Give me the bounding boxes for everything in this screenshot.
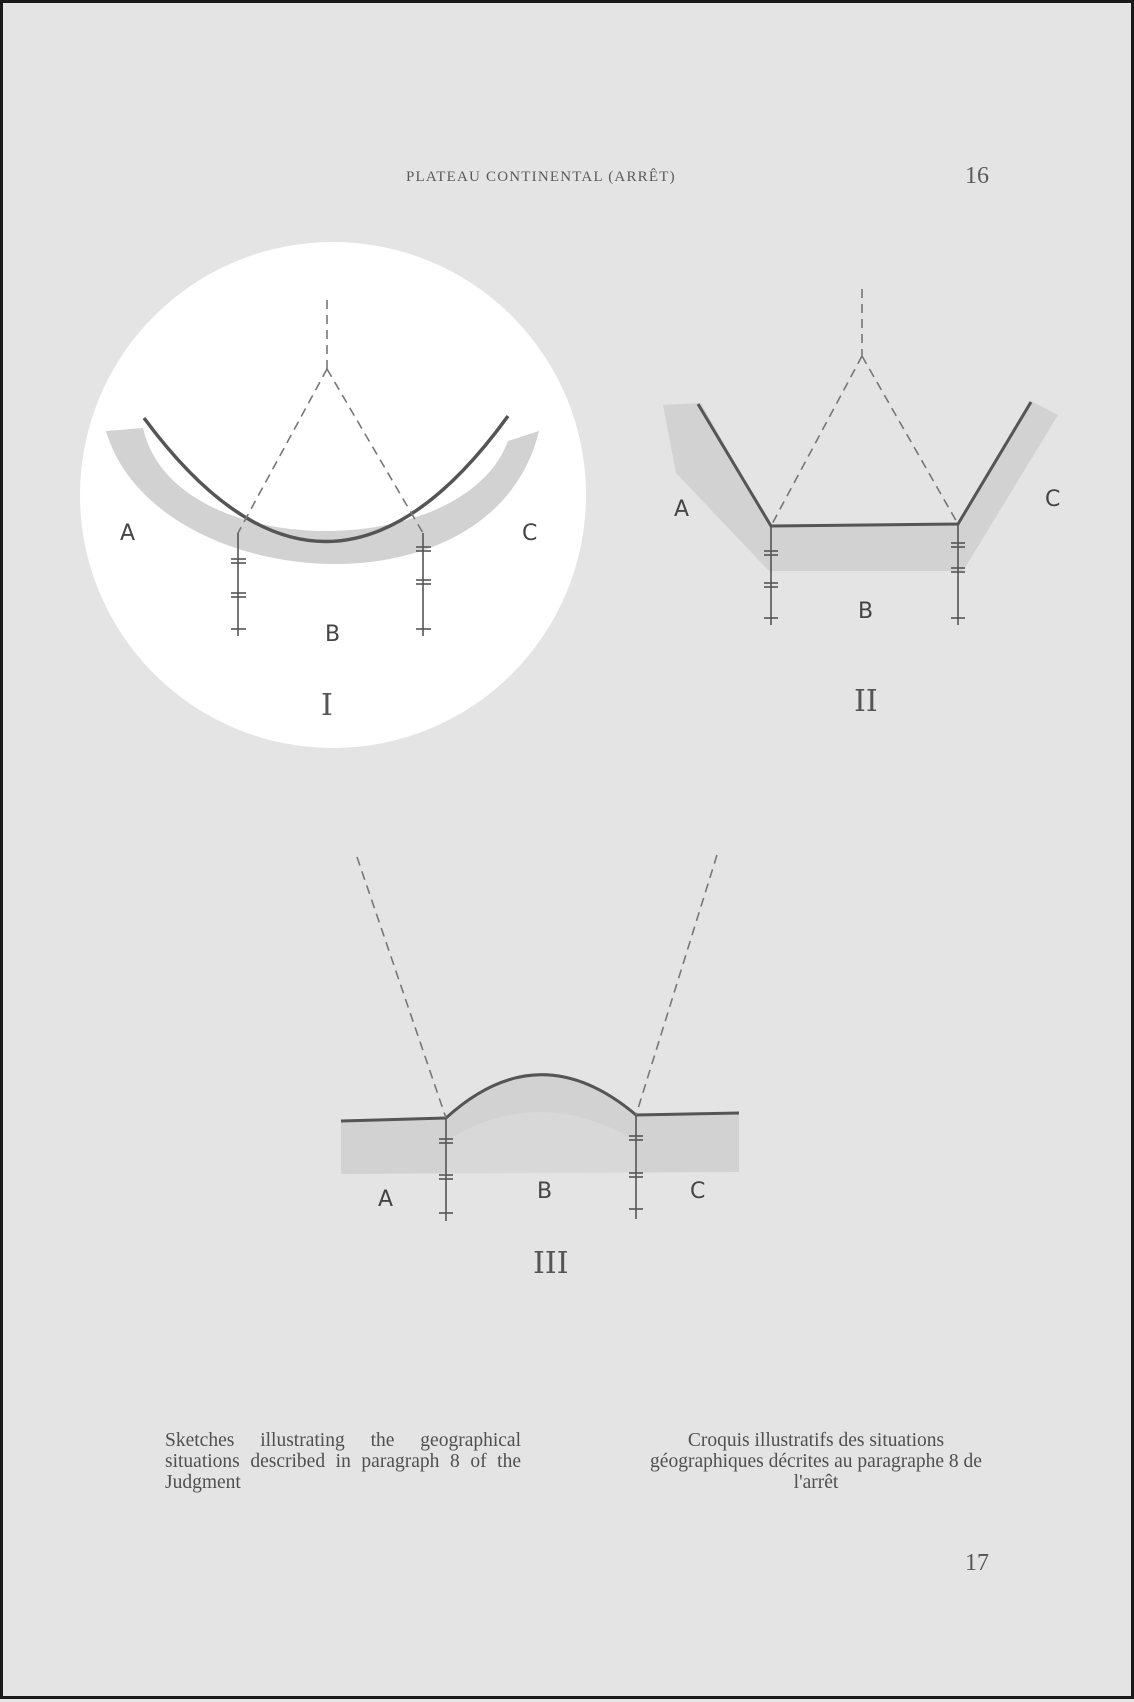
label-b: B [325,622,340,647]
shelf-shading [663,401,1058,571]
boundary-line-right [636,855,717,1115]
sketch-2: A B C II [663,289,1060,719]
footer-page-number: 17 [965,1550,989,1577]
sketch-1: A B C I [80,242,586,748]
boundary-line-right [862,356,958,524]
figure-numeral: III [533,1246,569,1281]
caption-english: Sketches illustrating the geographical s… [165,1430,521,1493]
label-a: A [120,521,135,546]
figure-numeral: I [321,688,333,723]
sketch-3: A B C III [341,855,739,1281]
label-a: A [674,497,689,522]
figure-numeral: II [854,684,878,719]
label-b: B [537,1179,552,1204]
label-a: A [378,1187,393,1212]
label-c: C [522,521,537,546]
label-b: B [858,599,873,624]
boundary-line-left [771,356,862,526]
label-c: C [690,1179,705,1204]
label-c: C [1045,487,1060,512]
boundary-line-left [357,857,446,1118]
caption-french: Croquis illustratifs des situations géog… [631,1430,1001,1493]
